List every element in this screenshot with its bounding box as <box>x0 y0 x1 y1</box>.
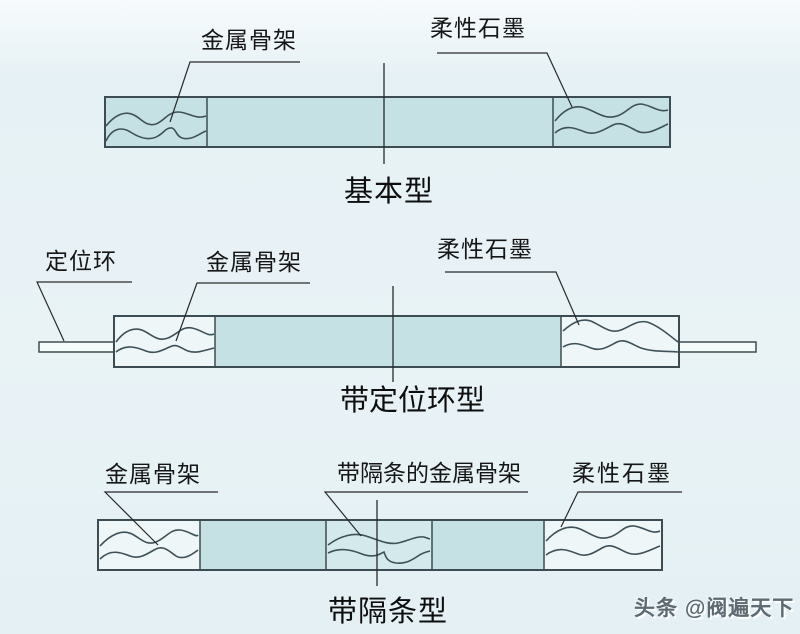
label-metal-skeleton: 金属骨架 <box>201 27 297 53</box>
label-spacer-strip-skeleton: 带隔条的金属骨架 <box>337 460 521 486</box>
spacer-gasket-right-block <box>544 520 662 570</box>
ring-gasket-band-outline <box>113 315 680 368</box>
spacer-gasket-left-block <box>98 520 200 570</box>
label-flexible-graphite: 柔性石墨 <box>430 15 526 41</box>
label-metal-skeleton: 金属骨架 <box>105 461 201 487</box>
wave-pattern-icon <box>327 533 431 564</box>
basic-type-drawing <box>104 52 671 164</box>
caption-basic-type: 基本型 <box>344 176 435 208</box>
label-flexible-graphite: 柔性石墨 <box>572 460 672 486</box>
label-metal-skeleton: 金属骨架 <box>206 249 302 275</box>
caption-positioning-ring-type: 带定位环型 <box>340 385 486 417</box>
ring-gasket-center-block <box>215 316 561 367</box>
wave-pattern-icon <box>99 529 199 560</box>
leader-line-metal-skeleton <box>103 491 218 546</box>
caption-spacer-strip-type: 带隔条型 <box>328 596 449 628</box>
spacer-gasket-band-outline <box>97 519 663 571</box>
toutiao-watermark: 头条 @阀遍天下 <box>634 597 795 620</box>
wave-pattern-icon <box>545 525 661 556</box>
wave-pattern-icon <box>562 319 679 353</box>
spacer-gasket-middle-block <box>326 520 432 570</box>
leader-line-spacer-strip-skeleton <box>323 491 528 537</box>
spacer-gasket-teal-block-2 <box>432 520 544 570</box>
leader-line-metal-skeleton <box>175 282 310 342</box>
spacer-strip-type-drawing <box>97 491 682 586</box>
wave-pattern-icon <box>105 111 207 142</box>
positioning-ring-type-drawing <box>36 271 757 382</box>
leader-line-flexible-graphite <box>437 52 573 108</box>
wave-pattern-icon <box>115 326 215 354</box>
wave-pattern-icon <box>554 103 669 134</box>
positioning-ring-bar-right <box>678 341 757 353</box>
ring-gasket-left-block <box>114 316 215 367</box>
label-flexible-graphite: 柔性石墨 <box>437 236 533 262</box>
leader-line-flexible-graphite <box>445 271 580 326</box>
label-positioning-ring: 定位环 <box>45 248 117 274</box>
leader-line-metal-skeleton <box>169 61 300 123</box>
positioning-ring-bar-left <box>38 341 116 353</box>
spacer-gasket-teal-block-1 <box>200 520 326 570</box>
leader-line-positioning-ring <box>36 281 132 342</box>
basic-gasket-band <box>104 96 671 148</box>
leader-line-flexible-graphite <box>560 491 682 528</box>
